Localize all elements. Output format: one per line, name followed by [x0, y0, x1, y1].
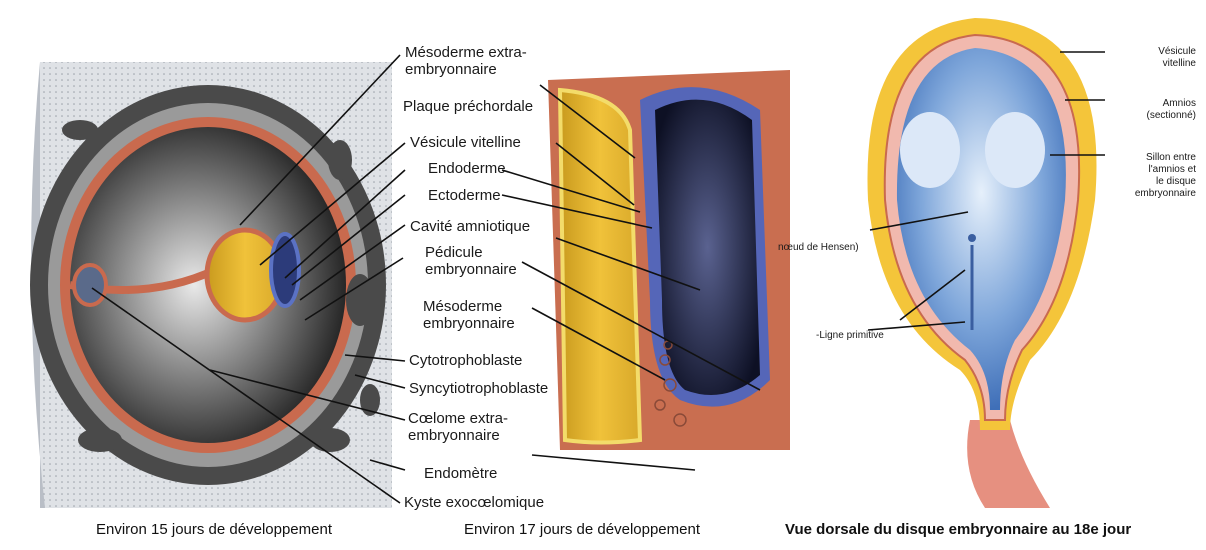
- disque-embryonnaire: [897, 48, 1066, 410]
- noeud-de-hensen: [968, 234, 976, 242]
- kyste-exocoelomique: [74, 265, 106, 305]
- label-line: l'amnios et: [1149, 164, 1197, 175]
- label-line: embryonnaire: [1135, 188, 1196, 199]
- label-line: embryonnaire: [405, 61, 497, 78]
- vesicule-vitelline-17: [560, 90, 640, 443]
- label-amnios: Amnios (sectionné): [1108, 98, 1196, 122]
- label-vesicule-18: Vésicule vitelline: [1108, 46, 1196, 70]
- panel-15-days: [30, 62, 392, 508]
- label-line: Mésoderme: [423, 298, 502, 315]
- cavite-amniotique-17: [655, 100, 760, 395]
- label-line: Sillon entre: [1146, 152, 1196, 163]
- label-pedicule: Pédicule embryonnaire: [425, 244, 517, 278]
- label-syncytiotrophoblaste: Syncytiotrophoblaste: [409, 380, 548, 397]
- caption-18-days: Vue dorsale du disque embryonnaire au 18…: [785, 521, 1131, 538]
- label-endometre: Endomètre: [424, 465, 497, 482]
- label-line: Cœlome extra-: [408, 410, 508, 427]
- pedicule-embryonnaire-18: [967, 420, 1050, 508]
- label-line: embryonnaire: [423, 315, 515, 332]
- left-neural-fold: [900, 112, 960, 188]
- label-line: (sectionné): [1147, 110, 1196, 121]
- label-line: Amnios: [1163, 98, 1196, 109]
- label-line: embryonnaire: [425, 261, 517, 278]
- label-line: le disque: [1156, 176, 1196, 187]
- label-line: embryonnaire: [408, 427, 500, 444]
- label-noeud-hensen: nœud de Hensen): [778, 242, 859, 254]
- label-ectoderme: Ectoderme: [428, 187, 501, 204]
- label-coelome: Cœlome extra- embryonnaire: [408, 410, 508, 444]
- panel-17-days: [548, 70, 790, 450]
- label-endoderme: Endoderme: [428, 160, 506, 177]
- label-kyste: Kyste exocœlomique: [404, 494, 544, 511]
- right-neural-fold: [985, 112, 1045, 188]
- label-line: Pédicule: [425, 244, 483, 261]
- panel-18-days: [867, 18, 1096, 508]
- caption-17-days: Environ 17 jours de développement: [464, 521, 700, 538]
- label-line: Vésicule: [1158, 46, 1196, 57]
- label-mesoderme-extra: Mésoderme extra- embryonnaire: [405, 44, 527, 78]
- label-plaque-prechordale: Plaque préchordale: [403, 98, 533, 115]
- label-line: Mésoderme extra-: [405, 44, 527, 61]
- label-cavite-amniotique: Cavité amniotique: [410, 218, 530, 235]
- caption-15-days: Environ 15 jours de développement: [96, 521, 332, 538]
- label-cytotrophoblaste: Cytotrophoblaste: [409, 352, 522, 369]
- label-sillon: Sillon entre l'amnios et le disque embry…: [1108, 152, 1196, 200]
- label-line: vitelline: [1163, 58, 1196, 69]
- label-vesicule-vitelline: Vésicule vitelline: [410, 134, 521, 151]
- label-mesoderme-emb: Mésoderme embryonnaire: [423, 298, 515, 332]
- label-ligne-primitive: -Ligne primitive: [816, 330, 884, 342]
